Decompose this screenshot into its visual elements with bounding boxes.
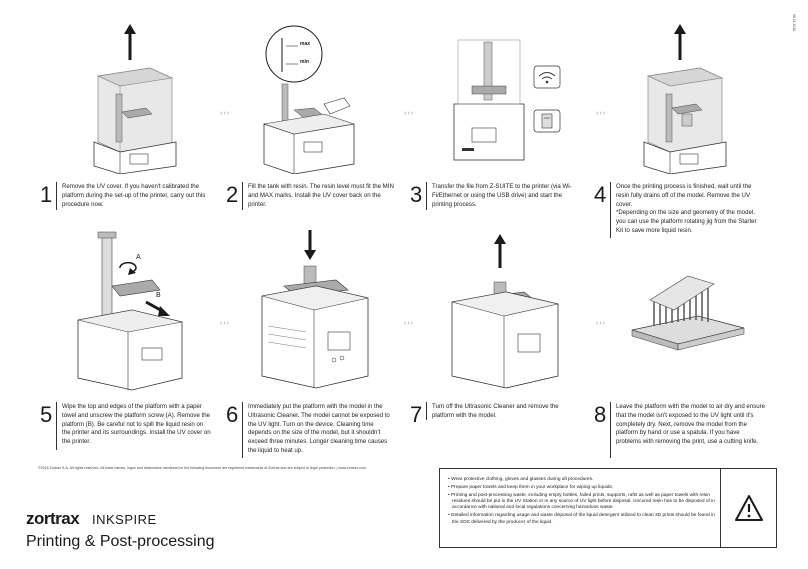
step-2-illustration: max min: [254, 24, 364, 174]
step-4-divider: [610, 182, 611, 238]
step-3-illustration: [450, 30, 570, 170]
max-mark-label: max: [300, 41, 311, 47]
arrow-7-8: ›››: [596, 320, 606, 327]
copyright-notice: ©2018 Zortrax S.A. All rights reserved. …: [38, 466, 366, 470]
arrow-5-6: ›››: [220, 320, 230, 327]
step-1-illustration: [80, 24, 190, 174]
step-2-text: Fill the tank with resin. The resin leve…: [248, 183, 394, 208]
step-8-text: Leave the platform with the model to air…: [616, 403, 766, 446]
step-8-divider: [610, 402, 611, 458]
brand-logo: zortrax: [26, 509, 80, 528]
label-a: A: [136, 254, 141, 261]
min-mark-label: min: [300, 59, 309, 65]
arrow-6-7: ›››: [404, 320, 414, 327]
step-1-number: 1: [40, 182, 53, 207]
step-7-divider: [426, 402, 427, 420]
safety-item: Wear protective clothing, gloves and gla…: [448, 477, 716, 483]
up-arrow-icon: [494, 234, 506, 268]
step-5-number: 5: [40, 402, 53, 427]
rotate-icon: [119, 261, 137, 275]
step-7-illustration: [446, 226, 566, 391]
safety-box: Wear protective clothing, gloves and gla…: [439, 468, 777, 548]
step-4-text: Once the printing process is finished, w…: [616, 183, 764, 236]
step-6-text: Immediately put the platform with the mo…: [248, 403, 390, 455]
safety-list: Wear protective clothing, gloves and gla…: [448, 477, 716, 527]
step-4-note: *Depending on the size and geometry of t…: [616, 209, 757, 235]
step-1-text: Remove the UV cover. If you haven't cali…: [62, 183, 206, 208]
product-name: INKSPIRE: [92, 512, 157, 527]
step-6-illustration: [256, 226, 376, 391]
up-arrow-icon: [674, 24, 686, 60]
step-3-divider: [426, 182, 427, 210]
up-arrow-icon: [124, 24, 136, 60]
safety-item: Printing and post-processing waste, incl…: [448, 493, 716, 512]
safety-item: Detailed information regarding usage and…: [448, 513, 716, 526]
usb-drive-icon: [533, 109, 561, 133]
wifi-icon: [533, 65, 561, 89]
step-5-text: Wipe the top and edges of the platform w…: [62, 403, 211, 446]
safety-item: Prepare paper towels and keep them in yo…: [448, 485, 716, 491]
step-6-number: 6: [226, 402, 239, 427]
step-6-divider: [242, 402, 243, 458]
warning-panel: [720, 469, 776, 547]
warning-icon: [734, 495, 763, 521]
down-arrow-icon: [304, 230, 316, 260]
step-7-text: Turn off the Ultrasonic Cleaner and remo…: [432, 403, 559, 419]
step-4-illustration: [630, 24, 740, 174]
step-5-illustration: A B: [72, 228, 192, 393]
step-7-number: 7: [410, 402, 423, 427]
arrow-2-3: ›››: [404, 110, 414, 117]
step-1-divider: [56, 182, 57, 210]
step-3-number: 3: [410, 182, 423, 207]
step-8-number: 8: [594, 402, 607, 427]
label-b: B: [156, 292, 161, 299]
step-8-illustration: [628, 270, 748, 360]
step-4-number: 4: [594, 182, 607, 207]
arrow-3-4: ›››: [596, 110, 606, 117]
version-code: 06.11.2018: [792, 14, 796, 32]
step-4-main-text: Once the printing process is finished, w…: [616, 183, 752, 208]
document-title: Printing & Post-processing: [26, 533, 215, 550]
step-5-divider: [56, 402, 57, 450]
step-3-text: Transfer the file from Z-SUITE to the pr…: [432, 183, 572, 208]
arrow-1-2: ›››: [220, 110, 230, 117]
step-2-divider: [242, 182, 243, 210]
step-2-number: 2: [226, 182, 239, 207]
